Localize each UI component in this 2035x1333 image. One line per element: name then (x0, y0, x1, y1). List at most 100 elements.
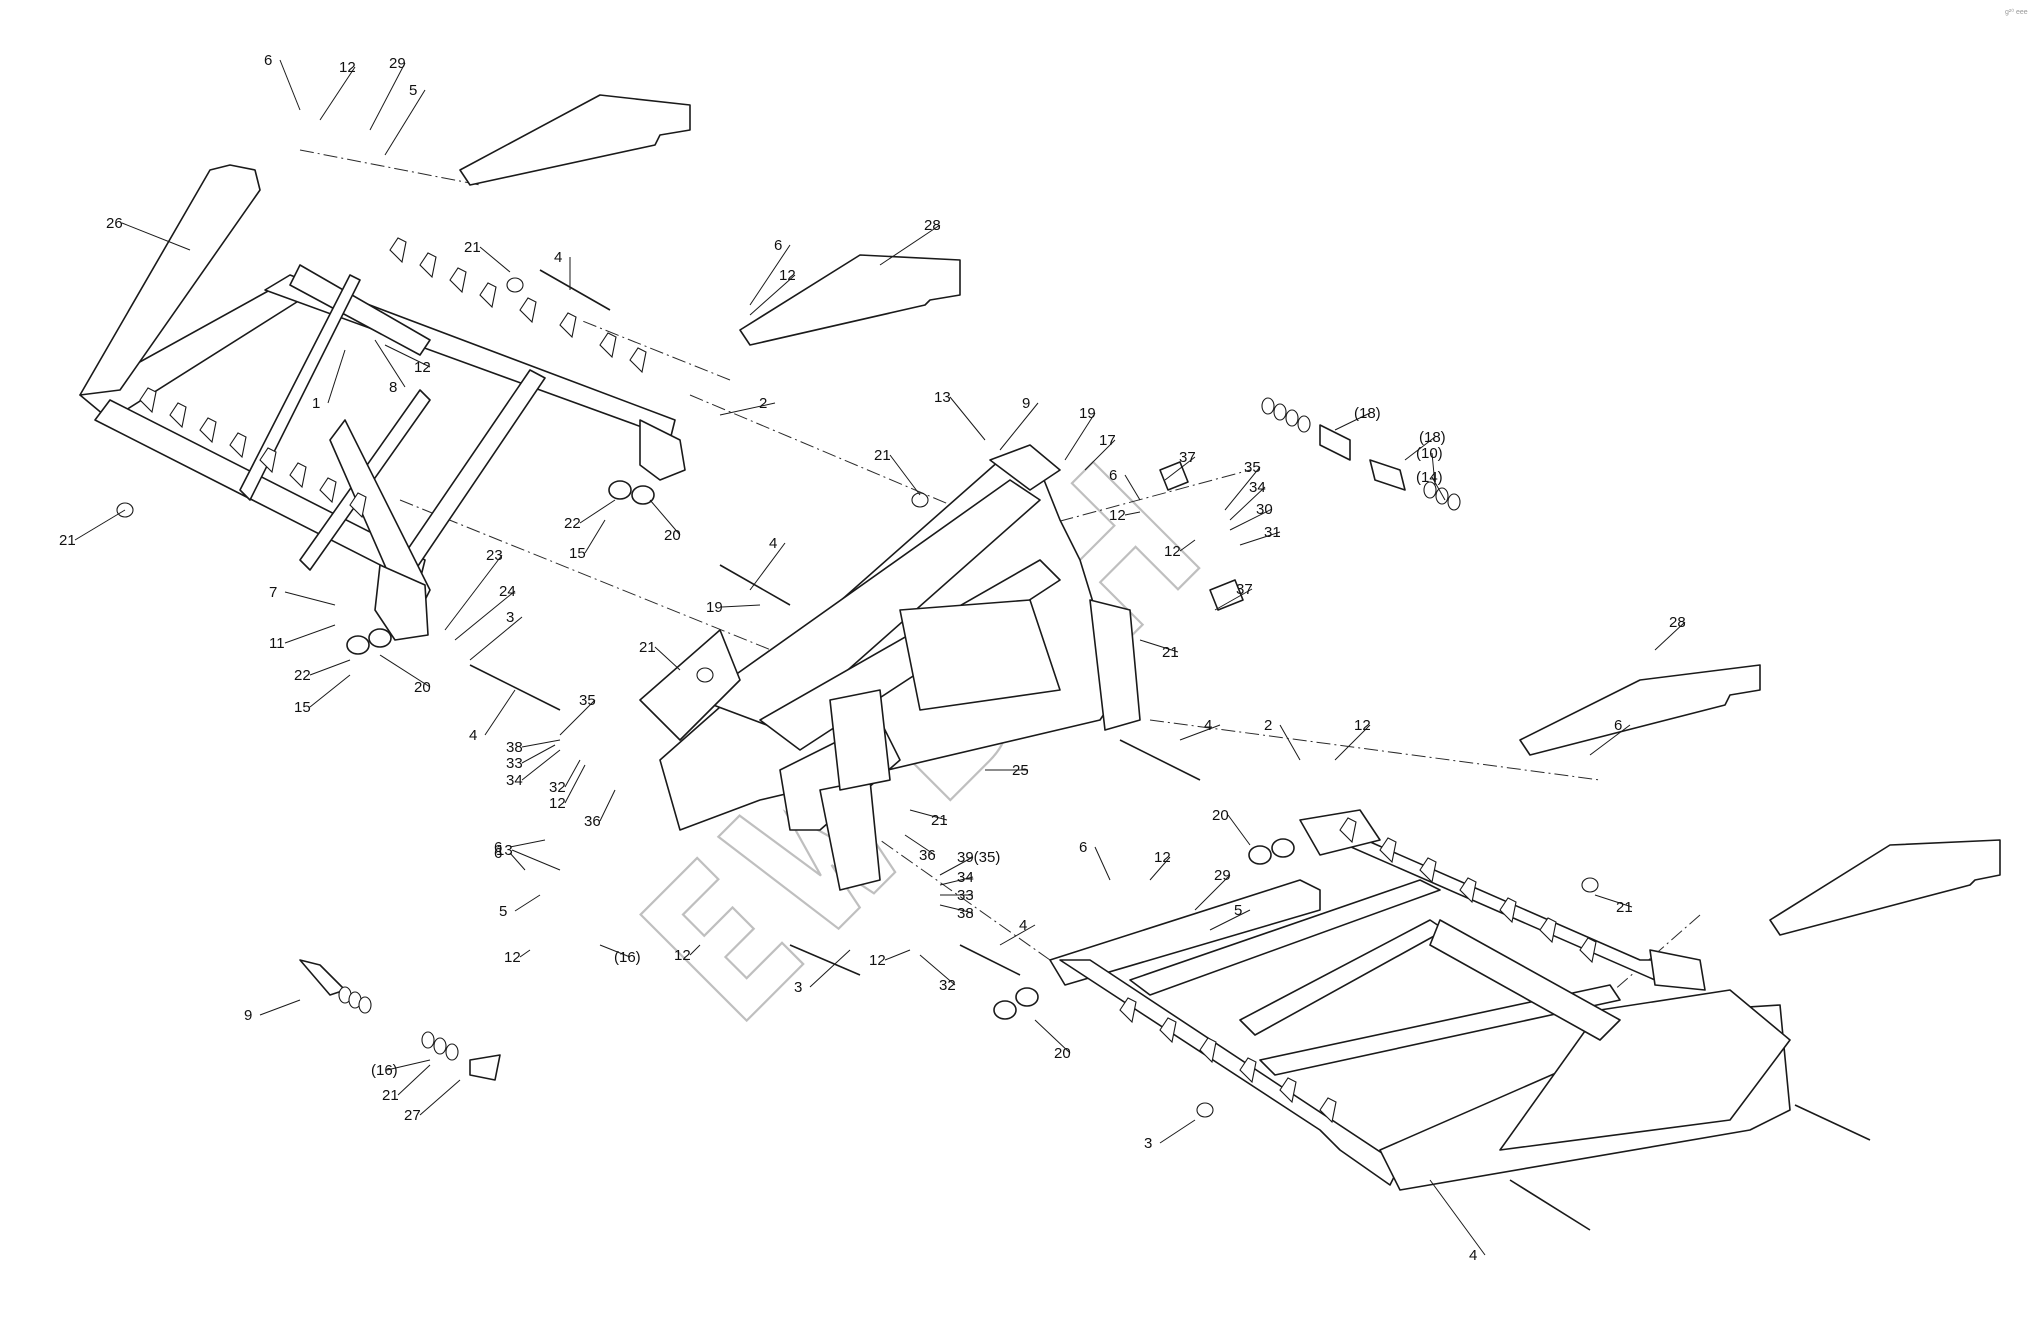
callout-label: 27 (404, 1107, 421, 1124)
callout-leader (484, 689, 516, 736)
callout-leader (1179, 539, 1196, 552)
callout-label: 3 (506, 609, 514, 626)
callout-label: (16) (371, 1062, 398, 1079)
callout-leader (444, 554, 503, 631)
callout-leader (919, 954, 956, 986)
callout-leader (1159, 1119, 1196, 1144)
callout-label: 30 (1256, 501, 1273, 518)
callout-label: 6 (774, 237, 782, 254)
callout-label: 13 (496, 842, 513, 859)
callout-label: 12 (414, 359, 431, 376)
callout-label: 22 (564, 515, 581, 532)
callout-label: 12 (1109, 507, 1126, 524)
callout-leader (1094, 846, 1111, 881)
callout-leader (564, 764, 586, 804)
callout-label: 31 (1264, 524, 1281, 541)
callout-leader (1227, 814, 1251, 846)
callout-label: 11 (269, 635, 285, 652)
callout-leader (279, 59, 301, 111)
callout-label: 1 (312, 395, 320, 412)
callout-leader (949, 396, 986, 441)
callout-leader (584, 519, 606, 554)
callout-leader (284, 624, 336, 644)
callout-leader (884, 949, 911, 961)
callout-leader (1239, 531, 1281, 546)
callout-label: (16) (614, 949, 641, 966)
callout-label: 9 (244, 1007, 252, 1024)
callout-leader (879, 224, 941, 266)
callout-leader (1229, 486, 1266, 521)
right-wing-tine-brackets (1119, 817, 1597, 1124)
callout-label: 34 (506, 772, 523, 789)
callout-label: 21 (931, 812, 948, 829)
callout-label: 21 (1616, 899, 1633, 916)
callout-label: 36 (919, 847, 936, 864)
callout-leader (419, 1079, 461, 1116)
callout-leader (284, 591, 336, 606)
callout-leader (1224, 466, 1261, 511)
callout-label: 21 (639, 639, 656, 656)
callout-label: 19 (1079, 405, 1096, 422)
left-wing-frame (79, 164, 686, 641)
callout-label: 17 (1099, 432, 1116, 449)
callout-label: (18) (1354, 405, 1381, 422)
callout-label: 22 (294, 667, 311, 684)
callout-label: 12 (1164, 543, 1181, 560)
callout-leader (1214, 588, 1253, 611)
callout-leader (1589, 724, 1631, 756)
callout-leader (909, 809, 948, 821)
left-wing-tine-brackets (139, 237, 647, 519)
callout-leader (369, 62, 406, 131)
callout-label: 20 (414, 679, 431, 696)
callout-leader (809, 949, 851, 988)
callout-label: 21 (59, 532, 76, 549)
callout-label: 4 (769, 535, 777, 552)
callout-leader (749, 274, 796, 316)
callout-label: 35 (579, 692, 596, 709)
callout-label: 25 (1012, 762, 1029, 779)
callout-leader (749, 244, 791, 306)
callout-leader (689, 944, 701, 956)
callout-label: 28 (924, 217, 941, 234)
callout-label: 4 (1469, 1247, 1477, 1264)
callout-label: 8 (389, 379, 397, 396)
callout-leader (559, 699, 596, 736)
callout-leader (386, 1059, 431, 1071)
callout-leader (121, 222, 191, 251)
callout-leader (1124, 511, 1141, 516)
callout-leader (1431, 452, 1436, 486)
callout-label: 6 (264, 52, 272, 69)
callout-leader (1164, 456, 1196, 481)
callout-leader (379, 654, 431, 688)
callout-leader (939, 856, 974, 876)
callout-leader (1124, 474, 1141, 501)
callout-label: 9 (1022, 395, 1030, 412)
callout-leader (1431, 476, 1446, 501)
callout-leader (999, 924, 1036, 946)
callout-label: 6 (1614, 717, 1622, 734)
callout-leader (454, 590, 516, 641)
callout-label: 13 (934, 389, 951, 406)
callout-label: 20 (1054, 1045, 1071, 1062)
callout-leader (939, 904, 974, 914)
left-rear-bracket-top (459, 94, 691, 186)
callout-leader (514, 894, 541, 912)
callout-leader (599, 944, 631, 958)
callout-leader (649, 499, 681, 536)
callout-label: 5 (409, 82, 417, 99)
callout-label: 35 (1244, 459, 1261, 476)
callout-label: 12 (1354, 717, 1371, 734)
callout-label: 34 (1249, 479, 1266, 496)
callout-label: 21 (382, 1087, 399, 1104)
callout-leader (509, 852, 526, 871)
callout-leader (511, 849, 561, 871)
callout-label: 15 (294, 699, 311, 716)
callout-leader (519, 949, 531, 958)
callout-label: 29 (1214, 867, 1231, 884)
callout-label: 26 (106, 215, 123, 232)
callout-label: 6 (1109, 467, 1117, 484)
callout-leader (1034, 1019, 1071, 1054)
corner-mark: g²⁰ eee (2005, 8, 2028, 16)
